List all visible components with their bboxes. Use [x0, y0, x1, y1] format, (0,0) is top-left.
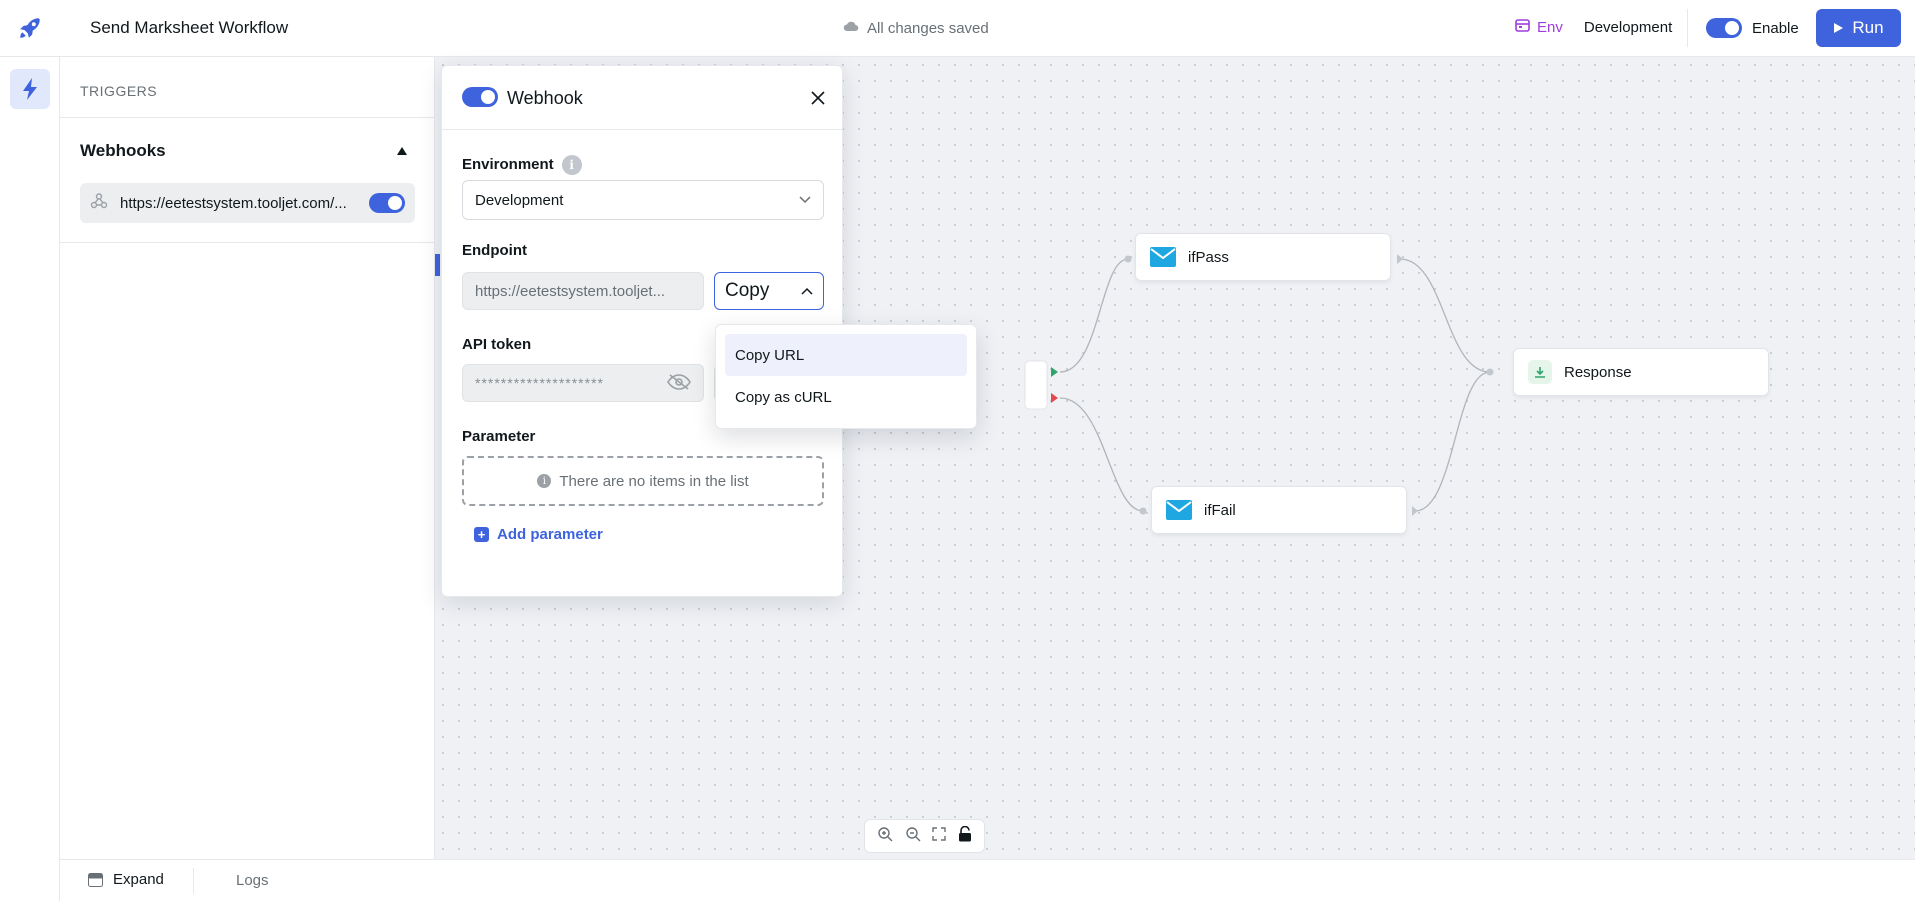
zoom-in-icon[interactable]: [877, 826, 893, 847]
webhook-list-item[interactable]: https://eetestsystem.tooljet.com/...: [80, 183, 415, 223]
caret-up-icon[interactable]: [397, 147, 407, 155]
top-header: Send Marksheet Workflow All changes save…: [0, 0, 1915, 57]
response-input-handle: [1486, 368, 1494, 376]
add-parameter-button[interactable]: + Add parameter: [474, 526, 603, 543]
environment-select[interactable]: Development: [462, 180, 824, 220]
hidden-node-fragment: [1024, 360, 1048, 410]
empty-parameter-list: i There are no items in the list: [462, 456, 824, 506]
response-node[interactable]: Response: [1513, 348, 1769, 396]
chevron-down-icon: [799, 196, 811, 204]
webhooks-label: Webhooks: [80, 141, 166, 160]
mail-icon: [1166, 497, 1192, 523]
copy-label: Copy: [725, 280, 770, 301]
copy-as-curl-option[interactable]: Copy as cURL: [735, 388, 832, 406]
webhook-enabled-toggle[interactable]: [369, 193, 405, 213]
expand-button[interactable]: Expand: [88, 871, 164, 888]
endpoint-value: https://eetestsystem.tooljet...: [475, 282, 666, 300]
ifpass-label: ifPass: [1188, 248, 1229, 266]
zoom-controls: [864, 819, 985, 853]
parameter-label: Parameter: [462, 428, 536, 445]
response-icon: [1528, 360, 1552, 384]
panel-header: Webhook: [442, 66, 842, 130]
bottom-bar: Expand Logs: [60, 859, 1915, 901]
divider: [60, 117, 435, 118]
copy-url-option[interactable]: Copy URL: [725, 334, 967, 376]
success-handle-icon: [1051, 367, 1058, 377]
env-value: Development: [1583, 19, 1673, 36]
workflow-title[interactable]: Send Marksheet Workflow: [90, 18, 289, 37]
ifpass-node[interactable]: ifPass: [1135, 233, 1391, 281]
iffail-output-handle: [1412, 506, 1418, 516]
environment-select-value: Development: [475, 191, 564, 209]
enable-toggle-group[interactable]: Enable: [1706, 18, 1799, 38]
edge-start-iffail: [1059, 397, 1144, 512]
environment-icon: [1515, 18, 1530, 37]
header-divider: [1687, 9, 1688, 47]
run-label: Run: [1852, 18, 1884, 37]
ifpass-output-handle: [1397, 254, 1403, 264]
rocket-logo-icon[interactable]: [14, 12, 46, 44]
lock-icon[interactable]: [958, 825, 972, 847]
divider: [60, 242, 435, 243]
environment-label-text: Environment: [462, 155, 554, 173]
save-status: All changes saved: [843, 19, 989, 37]
info-icon: i: [537, 474, 552, 488]
eye-off-icon[interactable]: [667, 373, 691, 394]
zoom-out-icon[interactable]: [905, 826, 921, 847]
empty-message: There are no items in the list: [559, 472, 749, 490]
copy-dropdown-button[interactable]: Copy: [714, 272, 824, 310]
left-rail: [0, 57, 60, 901]
environment-selector[interactable]: Env Development: [1515, 18, 1672, 37]
lightning-icon: [23, 78, 37, 100]
triggers-panel: TRIGGERS Webhooks https://eetestsystem.t…: [60, 57, 435, 859]
copy-options-menu: Copy URL Copy as cURL: [715, 324, 977, 429]
webhooks-section-header[interactable]: Webhooks: [80, 141, 415, 161]
api-token-field[interactable]: ********************: [462, 364, 704, 402]
endpoint-field[interactable]: https://eetestsystem.tooljet...: [462, 272, 704, 310]
webhook-icon: [90, 192, 108, 215]
iffail-input-handle: [1139, 507, 1147, 515]
failure-handle-icon: [1051, 393, 1058, 403]
cloud-check-icon: [843, 19, 859, 37]
bottom-divider: [193, 868, 194, 894]
api-token-label: API token: [462, 336, 532, 353]
iffail-label: ifFail: [1204, 501, 1236, 519]
save-status-text: All changes saved: [867, 19, 989, 37]
add-parameter-label: Add parameter: [497, 526, 603, 543]
edge-start-ifpass: [1059, 258, 1129, 373]
edge-ifpass-response: [1399, 258, 1491, 373]
expand-icon: [88, 872, 103, 887]
webhook-panel-toggle[interactable]: [462, 87, 498, 107]
endpoint-label: Endpoint: [462, 242, 527, 259]
ifpass-input-handle: [1124, 255, 1132, 263]
triggers-rail-button[interactable]: [10, 69, 50, 109]
environment-label: Environment i: [462, 155, 582, 175]
api-token-value: ********************: [475, 375, 604, 391]
run-button[interactable]: Run: [1816, 9, 1901, 47]
chevron-up-icon: [801, 287, 813, 295]
workflow-edges: [435, 254, 1494, 516]
fit-view-icon[interactable]: [932, 826, 947, 846]
info-icon[interactable]: i: [561, 155, 582, 175]
enable-toggle[interactable]: [1706, 18, 1742, 38]
iffail-node[interactable]: ifFail: [1151, 486, 1407, 534]
webhook-url: https://eetestsystem.tooljet.com/...: [120, 194, 347, 212]
edge-iffail-response: [1414, 371, 1491, 512]
expand-label: Expand: [113, 871, 164, 888]
plus-icon: +: [474, 527, 489, 542]
mail-icon: [1150, 244, 1176, 270]
triggers-title: TRIGGERS: [80, 83, 158, 99]
close-icon[interactable]: [807, 87, 829, 109]
logs-button[interactable]: Logs: [236, 872, 269, 889]
hidden-node-accent: [435, 254, 440, 276]
play-icon: [1834, 23, 1844, 33]
panel-title: Webhook: [507, 88, 583, 108]
enable-label: Enable: [1752, 19, 1799, 37]
env-label: Env: [1537, 19, 1563, 36]
response-label: Response: [1564, 363, 1632, 381]
